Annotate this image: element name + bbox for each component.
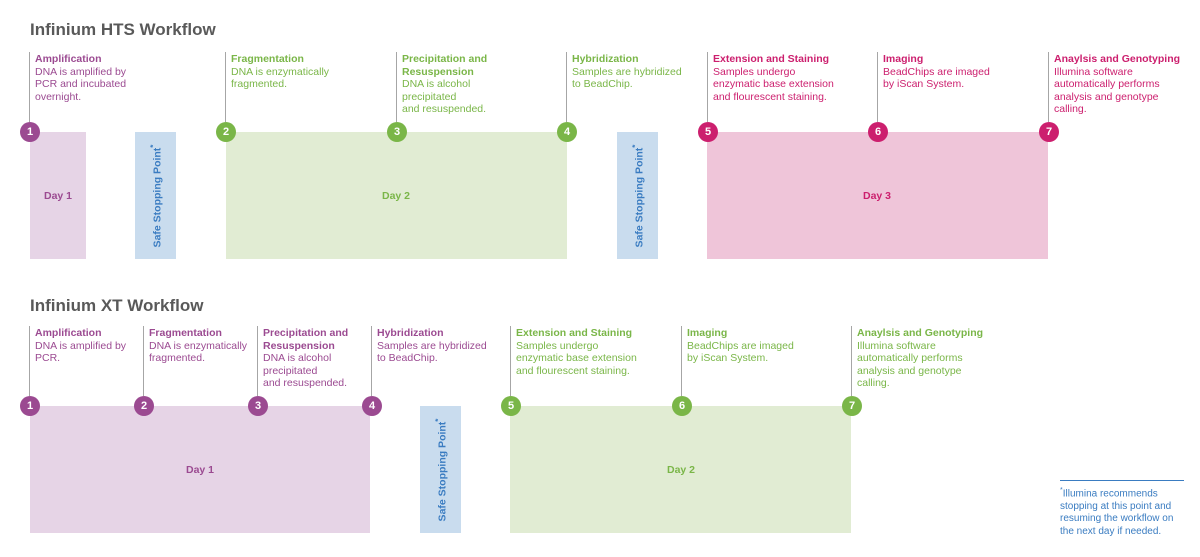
hts-step-6-desc: BeadChips are imaged by iScan System. — [883, 65, 990, 91]
xt-safe-stop: Safe Stopping Point* — [420, 406, 461, 533]
xt-step-6-text: Imaging BeadChips are imaged by iScan Sy… — [687, 327, 794, 365]
xt-step-2-marker: 2 — [134, 396, 154, 416]
hts-step-4-line — [566, 52, 567, 122]
hts-step-1-line — [29, 52, 30, 122]
xt-step-4-marker: 4 — [362, 396, 382, 416]
hts-safe-stop-1-label: Safe Stopping Point — [150, 147, 163, 247]
hts-day3-block — [707, 132, 1048, 259]
hts-safe-stop-2-label: Safe Stopping Point — [632, 147, 645, 247]
xt-step-7-desc: Illumina software automatically performs… — [857, 339, 963, 390]
hts-step-4-title: Hybridization — [572, 53, 639, 65]
xt-step-3-marker: 3 — [248, 396, 268, 416]
xt-step-2-title: Fragmentation — [149, 327, 222, 339]
xt-step-7-text: Anaylsis and Genotyping Illumina softwar… — [857, 327, 983, 390]
xt-day2-block — [510, 406, 851, 533]
xt-step-4-line — [371, 326, 372, 396]
xt-step-3-line — [257, 326, 258, 396]
footnote: *Illumina recommends stopping at this po… — [1060, 480, 1184, 538]
hts-step-7-title: Anaylsis and Genotyping — [1054, 53, 1181, 65]
xt-step-3-title: Precipitation and Resuspension — [263, 327, 349, 352]
hts-day2-label: Day 2 — [381, 190, 411, 202]
xt-step-5-desc: Samples undergo enzymatic base extension… — [516, 339, 637, 377]
xt-step-3-text: Precipitation and Resuspension DNA is al… — [263, 327, 348, 390]
hts-step-1-marker: 1 — [20, 122, 40, 142]
hts-step-6-marker: 6 — [868, 122, 888, 142]
hts-step-2-text: Fragmentation DNA is enzymatically fragm… — [231, 53, 329, 91]
hts-step-5-line — [707, 52, 708, 122]
hts-step-3-line — [396, 52, 397, 122]
hts-step-5-marker: 5 — [698, 122, 718, 142]
xt-step-1-marker: 1 — [20, 396, 40, 416]
hts-step-7-marker: 7 — [1039, 122, 1059, 142]
hts-step-6-line — [877, 52, 878, 122]
xt-day1-block — [30, 406, 370, 533]
xt-step-5-line — [510, 326, 511, 396]
hts-safe-stop-2: Safe Stopping Point* — [617, 132, 658, 259]
xt-step-7-title: Anaylsis and Genotyping — [857, 327, 984, 339]
xt-step-2-desc: DNA is enzymatically fragmented. — [149, 339, 248, 365]
xt-step-1-desc: DNA is amplified by PCR. — [35, 339, 127, 365]
hts-day1-block — [30, 132, 86, 259]
hts-step-3-text: Precipitation and Resuspension DNA is al… — [402, 53, 487, 116]
hts-safe-stop-1-asterisk: * — [148, 144, 158, 148]
xt-step-5-text: Extension and Staining Samples undergo e… — [516, 327, 637, 377]
xt-safe-stop-label: Safe Stopping Point — [435, 421, 448, 521]
xt-day1-label: Day 1 — [185, 464, 215, 476]
xt-step-2-text: Fragmentation DNA is enzymatically fragm… — [149, 327, 247, 365]
xt-step-2-line — [143, 326, 144, 396]
hts-step-4-desc: Samples are hybridized to BeadChip. — [572, 65, 682, 91]
hts-step-2-marker: 2 — [216, 122, 236, 142]
footnote-asterisk: * — [1060, 487, 1063, 494]
hts-step-5-text: Extension and Staining Samples undergo e… — [713, 53, 834, 103]
xt-step-7-marker: 7 — [842, 396, 862, 416]
hts-step-2-line — [225, 52, 226, 122]
hts-day1-label: Day 1 — [43, 190, 73, 202]
xt-step-6-title: Imaging — [687, 327, 728, 339]
hts-step-7-line — [1048, 52, 1049, 122]
xt-step-4-text: Hybridization Samples are hybridized to … — [377, 327, 487, 365]
hts-step-1-text: Amplification DNA is amplified by PCR an… — [35, 53, 126, 103]
hts-step-4-text: Hybridization Samples are hybridized to … — [572, 53, 682, 91]
hts-step-2-desc: DNA is enzymatically fragmented. — [231, 65, 330, 91]
hts-step-1-title: Amplification — [35, 53, 102, 65]
xt-step-1-text: Amplification DNA is amplified by PCR. — [35, 327, 126, 365]
hts-day3-label: Day 3 — [862, 190, 892, 202]
hts-step-5-title: Extension and Staining — [713, 53, 830, 65]
xt-step-6-desc: BeadChips are imaged by iScan System. — [687, 339, 794, 365]
xt-step-5-title: Extension and Staining — [516, 327, 633, 339]
hts-title: Infinium HTS Workflow — [30, 20, 216, 39]
xt-step-6-line — [681, 326, 682, 396]
hts-step-7-desc: Illumina software automatically performs… — [1054, 65, 1160, 116]
hts-step-1-desc: DNA is amplified by PCR and incubated ov… — [35, 65, 127, 103]
hts-safe-stop-1: Safe Stopping Point* — [135, 132, 176, 259]
xt-day2-label: Day 2 — [666, 464, 696, 476]
hts-step-6-text: Imaging BeadChips are imaged by iScan Sy… — [883, 53, 990, 91]
xt-safe-stop-asterisk: * — [433, 418, 443, 422]
hts-step-4-marker: 4 — [557, 122, 577, 142]
hts-step-6-title: Imaging — [883, 53, 924, 65]
xt-step-7-line — [851, 326, 852, 396]
hts-step-3-desc: DNA is alcohol precipitated and resuspen… — [402, 78, 487, 115]
xt-step-6-marker: 6 — [672, 396, 692, 416]
hts-step-5-desc: Samples undergo enzymatic base extension… — [713, 65, 834, 103]
footnote-text: Illumina recommends stopping at this poi… — [1060, 488, 1174, 537]
xt-step-3-desc: DNA is alcohol precipitated and resuspen… — [263, 352, 348, 389]
xt-step-4-title: Hybridization — [377, 327, 444, 339]
hts-step-3-title: Precipitation and Resuspension — [402, 53, 488, 78]
hts-step-3-marker: 3 — [387, 122, 407, 142]
hts-safe-stop-2-asterisk: * — [630, 144, 640, 148]
xt-title: Infinium XT Workflow — [30, 296, 204, 315]
hts-step-2-title: Fragmentation — [231, 53, 304, 65]
hts-step-7-text: Anaylsis and Genotyping Illumina softwar… — [1054, 53, 1180, 116]
xt-step-4-desc: Samples are hybridized to BeadChip. — [377, 339, 487, 365]
xt-step-1-title: Amplification — [35, 327, 102, 339]
xt-step-1-line — [29, 326, 30, 396]
xt-step-5-marker: 5 — [501, 396, 521, 416]
hts-day2-block — [226, 132, 567, 259]
